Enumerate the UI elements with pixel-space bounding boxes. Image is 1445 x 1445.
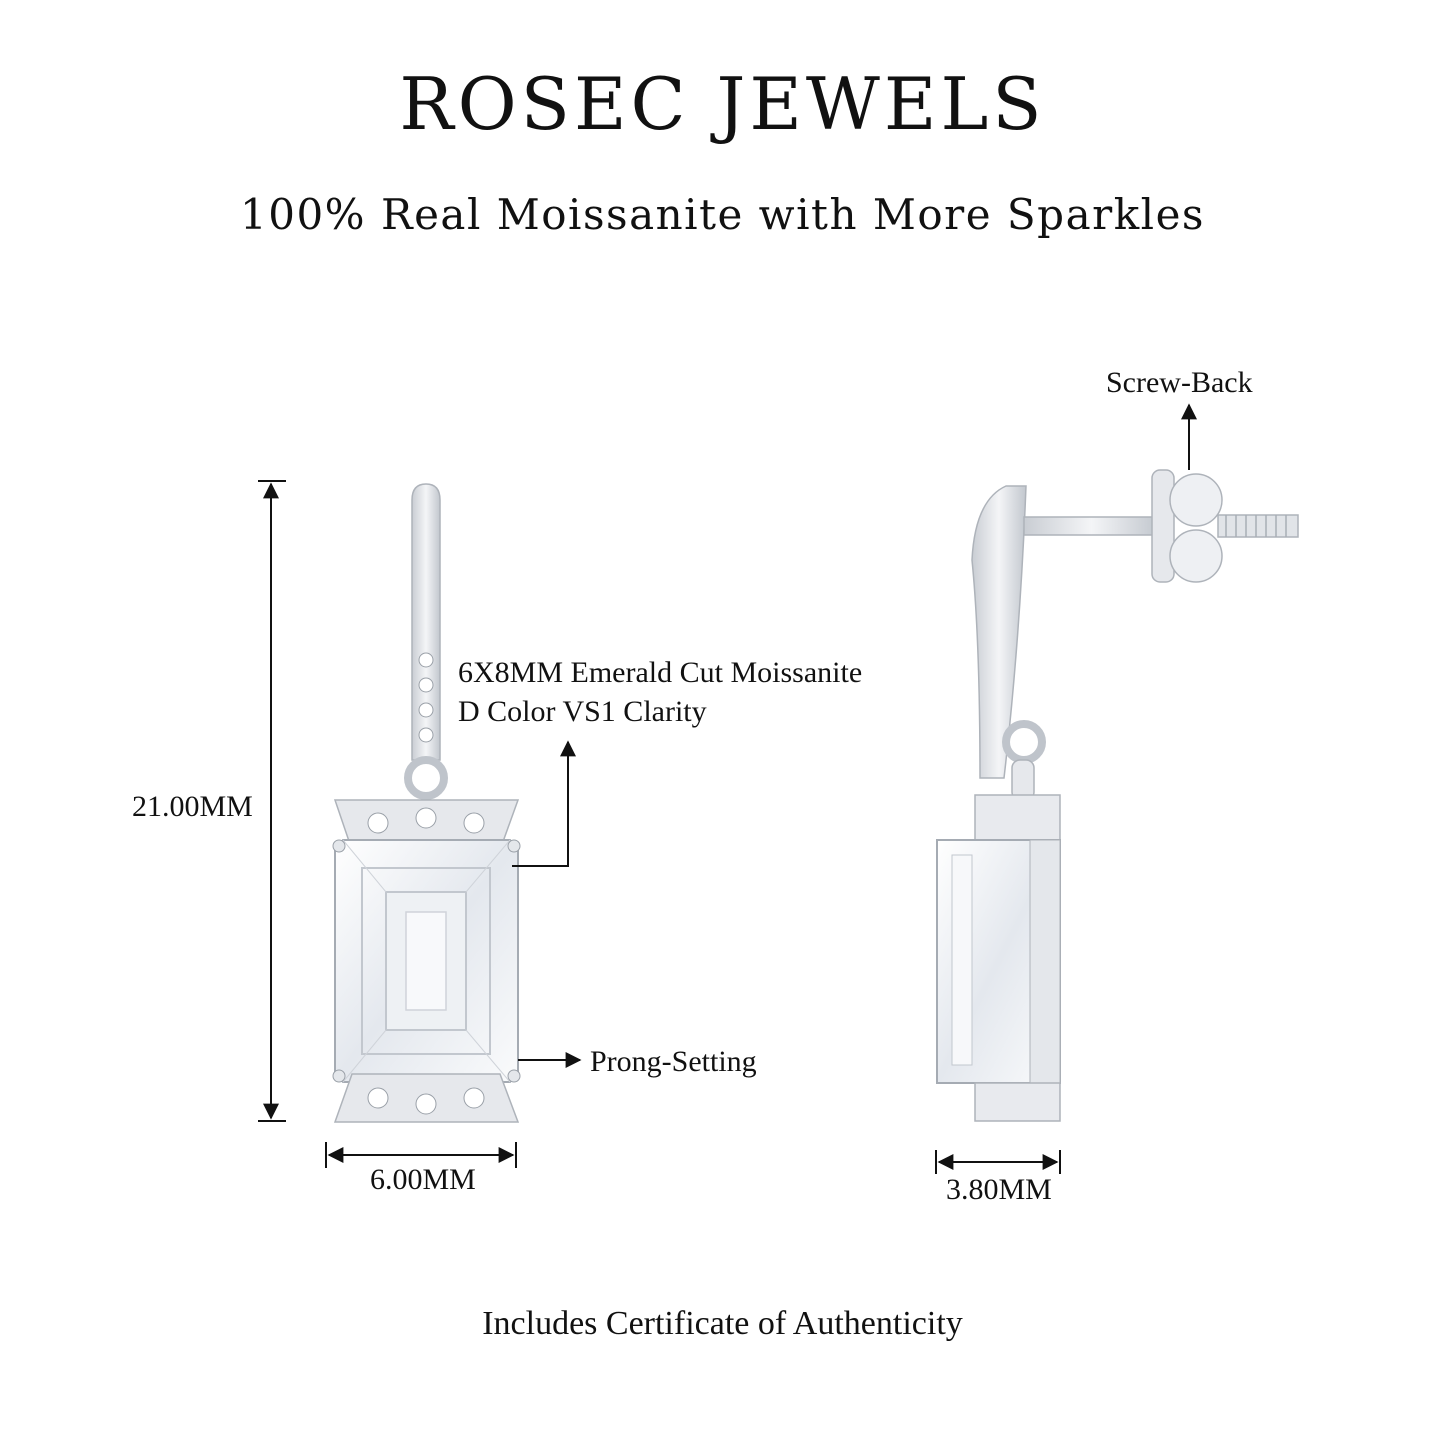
screw-back-label: Screw-Back	[1106, 366, 1253, 399]
tagline: 100% Real Moissanite with More Sparkles	[240, 190, 1205, 239]
height-label: 21.00MM	[132, 790, 253, 823]
stone-spec-line2: D Color VS1 Clarity	[458, 695, 707, 728]
side-earring	[936, 469, 1299, 1122]
front-width-dimension	[325, 1142, 517, 1168]
side-width-label: 3.80MM	[946, 1173, 1052, 1206]
front-width-label: 6.00MM	[370, 1163, 476, 1196]
height-dimension	[258, 480, 286, 1122]
stone-callout-leader	[512, 740, 576, 867]
stone-spec-line1: 6X8MM Emerald Cut Moissanite	[458, 656, 863, 689]
side-width-dimension	[935, 1150, 1061, 1174]
prong-setting-label: Prong-Setting	[590, 1045, 757, 1078]
brand-title: ROSEC JEWELS	[399, 62, 1046, 146]
certificate-note: Includes Certificate of Authenticity	[482, 1305, 963, 1342]
front-earring	[332, 483, 521, 1123]
